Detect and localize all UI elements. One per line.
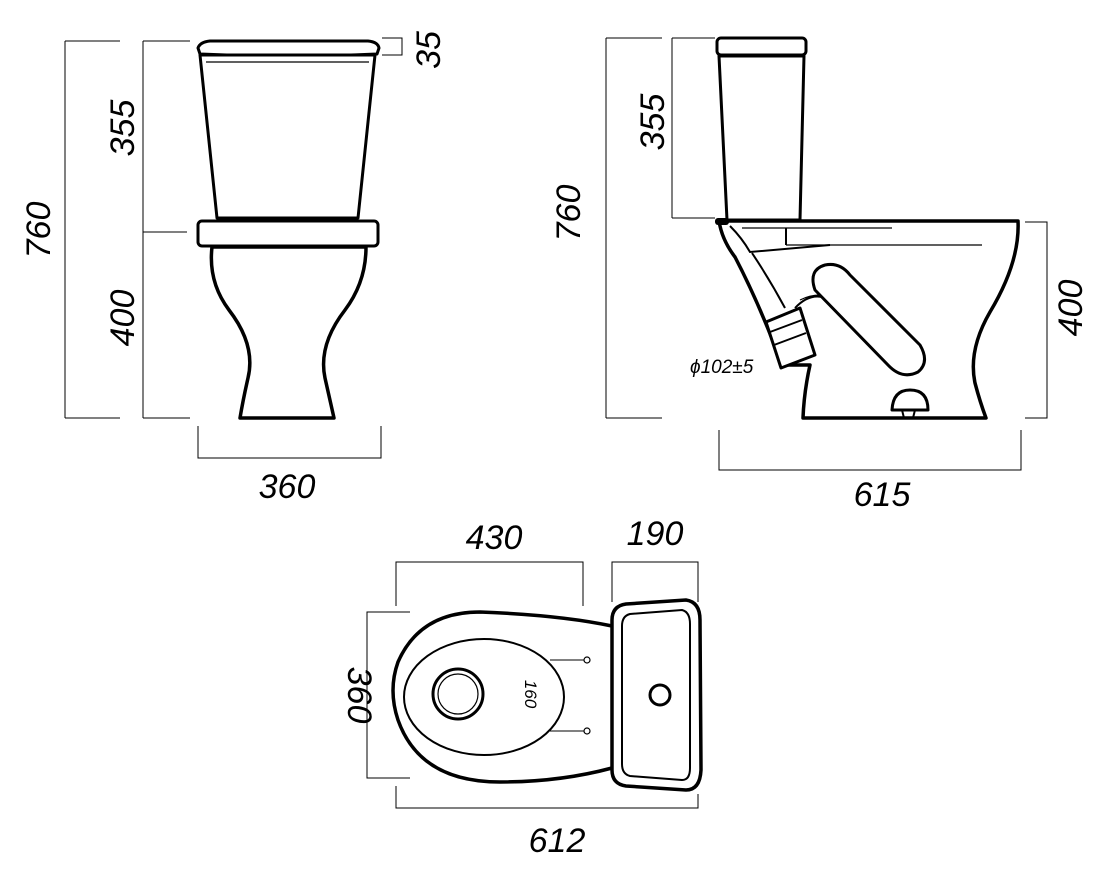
- side-tank-lid: [715, 36, 808, 57]
- front-dim-760-line: [64, 40, 120, 419]
- top-flush-button-icon: [648, 683, 672, 707]
- top-dim-430-line: [395, 561, 584, 606]
- side-dim-615-label: 615: [854, 476, 911, 514]
- side-outlet-sleeve-inner: [769, 319, 807, 346]
- side-dim-400-label: 400: [1052, 280, 1090, 337]
- top-drain-inner: [437, 673, 479, 715]
- side-outlet-diameter-label: ϕ102±5: [690, 357, 754, 378]
- front-view: 760 355 400 35 360: [20, 31, 448, 506]
- top-dim-612-line: [395, 786, 699, 809]
- side-dim-760-label: 760: [550, 185, 588, 242]
- side-dim-355-label: 355: [634, 94, 672, 151]
- top-bowl-rim: [403, 638, 565, 756]
- top-dim-190-label: 190: [627, 515, 684, 553]
- top-drain-outer: [431, 667, 485, 721]
- front-dim-355-line: [142, 40, 190, 419]
- front-dim-360-line: [197, 426, 382, 459]
- front-dim-360-label: 360: [259, 468, 316, 506]
- side-tank-body: [717, 54, 806, 222]
- side-flush-channel: [729, 225, 831, 254]
- top-dim-430-label: 430: [466, 519, 523, 557]
- side-dim-355-line: [671, 37, 715, 219]
- top-dim-160-label: 160: [521, 680, 540, 709]
- front-tank-body: [198, 53, 377, 220]
- front-dim-35-line: [382, 37, 403, 56]
- top-dim-190-line: [611, 561, 699, 602]
- side-view: 760 355 400 615 ϕ102±5: [550, 36, 1090, 514]
- top-bolt-spacing-line: [550, 659, 584, 732]
- front-dim-35-label: 35: [410, 31, 448, 69]
- top-bowl-outer: [391, 610, 614, 784]
- top-dim-612-label: 612: [529, 822, 586, 860]
- side-floor-mount-stem: [901, 409, 916, 419]
- top-dim-360-line: [366, 611, 410, 779]
- side-dim-615-line: [718, 430, 1022, 471]
- front-seat-band: [196, 219, 380, 248]
- front-dim-760-label: 760: [20, 202, 58, 259]
- side-dim-400-line: [1025, 221, 1048, 419]
- side-dim-760-line: [605, 37, 662, 419]
- side-front-nozzle: [715, 218, 729, 225]
- front-dim-400-label: 400: [104, 290, 142, 347]
- front-dim-355-label: 355: [104, 100, 142, 157]
- top-view: 430 190 360 160 612: [340, 515, 703, 860]
- side-floor-mount: [890, 388, 930, 412]
- front-bowl-pedestal: [209, 245, 368, 420]
- top-tank-inner: [621, 608, 691, 782]
- top-dim-360-label: 360: [340, 667, 378, 724]
- side-siphon-tube: [811, 263, 926, 377]
